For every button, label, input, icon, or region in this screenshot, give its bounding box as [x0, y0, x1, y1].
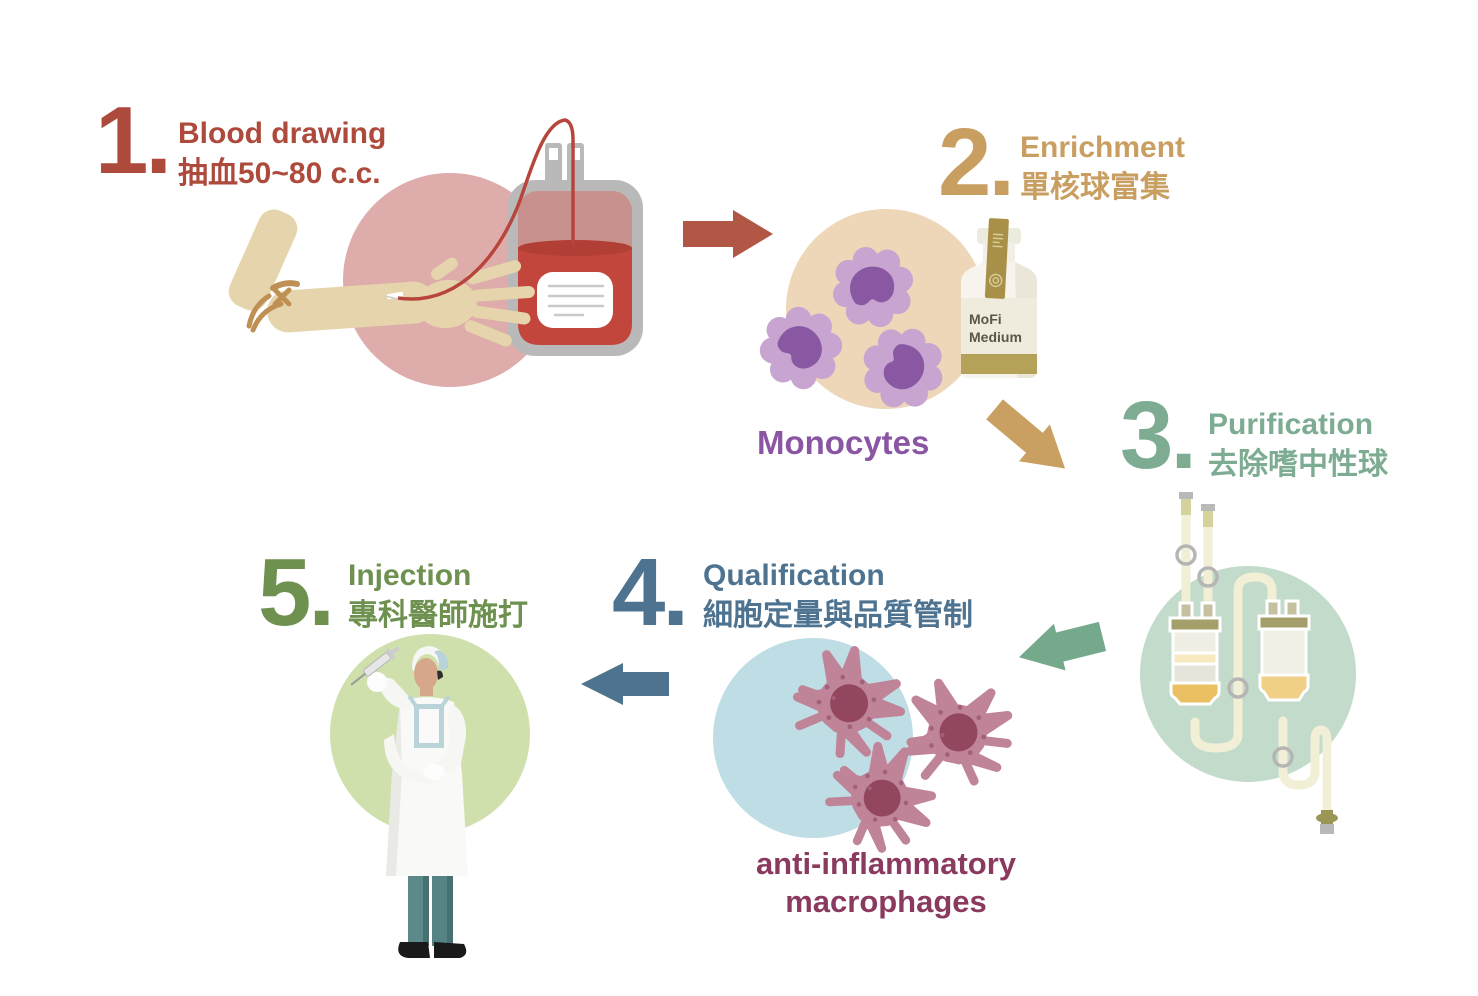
step-3-subtitle: 去除嗜中性球 [1208, 448, 1388, 481]
step-5-label: Injection 專科醫師施打 [348, 556, 528, 636]
arrow-step4-to-step5 [581, 663, 669, 705]
blood-bag [507, 143, 643, 356]
step-2-label: Enrichment 單核球富集 [1020, 128, 1185, 208]
macrophages-illustration [713, 638, 1025, 865]
step-3-label: Purification 去除嗜中性球 [1208, 405, 1388, 485]
step-5-subtitle: 專科醫師施打 [348, 599, 528, 632]
step-1-number: 1. [95, 87, 172, 194]
arrow-step1-to-step2 [683, 210, 773, 258]
monocytes-label: Monocytes [757, 424, 930, 461]
step-5-title: Injection [348, 559, 472, 592]
step-5-number: 5. [258, 539, 335, 646]
step-4-title: Qualification [703, 559, 885, 592]
tube-connectors [1179, 492, 1338, 834]
filter-cartridge-left [1168, 601, 1222, 706]
step-4-subtitle: 細胞定量與品質管制 [703, 599, 973, 632]
step-4-label: Qualification 細胞定量與品質管制 [703, 556, 973, 636]
purification-filter-illustration [1140, 492, 1356, 834]
macrophages-label-line2: macrophages [785, 884, 987, 919]
bottle-tag [984, 218, 1009, 299]
macrophages-label-line1: anti-inflammatory [755, 846, 1017, 881]
step-3-title: Purification [1208, 408, 1374, 441]
mofi-medium-bottle: MoFi Medium [961, 218, 1037, 378]
filter-cartridge-right [1257, 599, 1311, 702]
step-2-number: 2. [938, 109, 1015, 216]
step-1-subtitle: 抽血50~80 c.c. [178, 157, 381, 190]
step-2-subtitle: 單核球富集 [1020, 171, 1170, 204]
step-1-label: Blood drawing 抽血50~80 c.c. [178, 114, 386, 194]
step-1-title: Blood drawing [178, 117, 387, 150]
blood-tube [397, 118, 575, 301]
step-3-number: 3. [1120, 382, 1197, 489]
doctor-figure [350, 646, 468, 958]
patient-arm [228, 209, 535, 347]
bottle-label-line2: Medium [969, 329, 1022, 345]
arrow-step3-to-step4 [1019, 621, 1107, 671]
macrophages-label: anti-inflammatory macrophages [716, 845, 1056, 921]
doctor-injection-illustration [330, 634, 530, 958]
enrichment-illustration: MoFi Medium [743, 209, 1037, 421]
tube-clamp-rings [1175, 544, 1294, 768]
arrow-step2-to-step3 [986, 399, 1066, 469]
blood-drawing-illustration [228, 118, 643, 387]
step-2-title: Enrichment [1020, 131, 1186, 164]
bottle-label-line1: MoFi [969, 311, 1002, 327]
step-4-number: 4. [612, 539, 689, 646]
tourniquet [246, 280, 300, 333]
